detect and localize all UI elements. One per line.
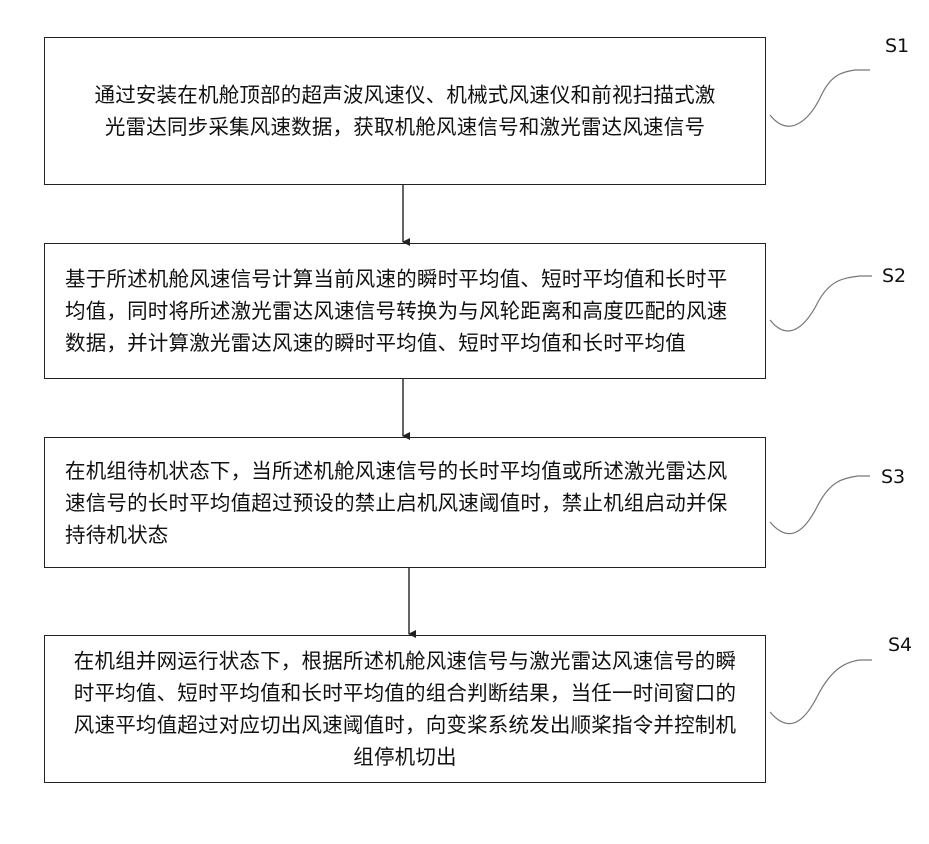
step-label-s2: S2 — [882, 265, 906, 287]
leader-line-s2 — [770, 276, 872, 331]
step-box-s2: 基于所述机舱风速信号计算当前风速的瞬时平均值、短时平均值和长时平均值，同时将所述… — [44, 243, 766, 379]
step-text-s1: 通过安装在机舱顶部的超声波风速仪、机械式风速仪和前视扫描式激光雷达同步采集风速数… — [85, 79, 725, 143]
step-label-s3: S3 — [881, 466, 905, 488]
step-label-s4: S4 — [888, 634, 912, 656]
step-text-s4: 在机组并网运行状态下，根据所述机舱风速信号与激光雷达风速信号的瞬时平均值、短时平… — [65, 645, 745, 773]
step-box-s1: 通过安装在机舱顶部的超声波风速仪、机械式风速仪和前视扫描式激光雷达同步采集风速数… — [44, 37, 766, 185]
leader-line-s4 — [770, 660, 872, 724]
step-box-s4: 在机组并网运行状态下，根据所述机舱风速信号与激光雷达风速信号的瞬时平均值、短时平… — [44, 635, 766, 783]
leader-line-s3 — [770, 476, 870, 534]
leader-line-s1 — [770, 70, 870, 126]
step-label-s1: S1 — [885, 35, 909, 57]
step-text-s3: 在机组待机状态下，当所述机舱风速信号的长时平均值或所述激光雷达风速信号的长时平均… — [65, 455, 745, 551]
step-text-s2: 基于所述机舱风速信号计算当前风速的瞬时平均值、短时平均值和长时平均值，同时将所述… — [65, 263, 745, 359]
step-box-s3: 在机组待机状态下，当所述机舱风速信号的长时平均值或所述激光雷达风速信号的长时平均… — [44, 437, 766, 568]
